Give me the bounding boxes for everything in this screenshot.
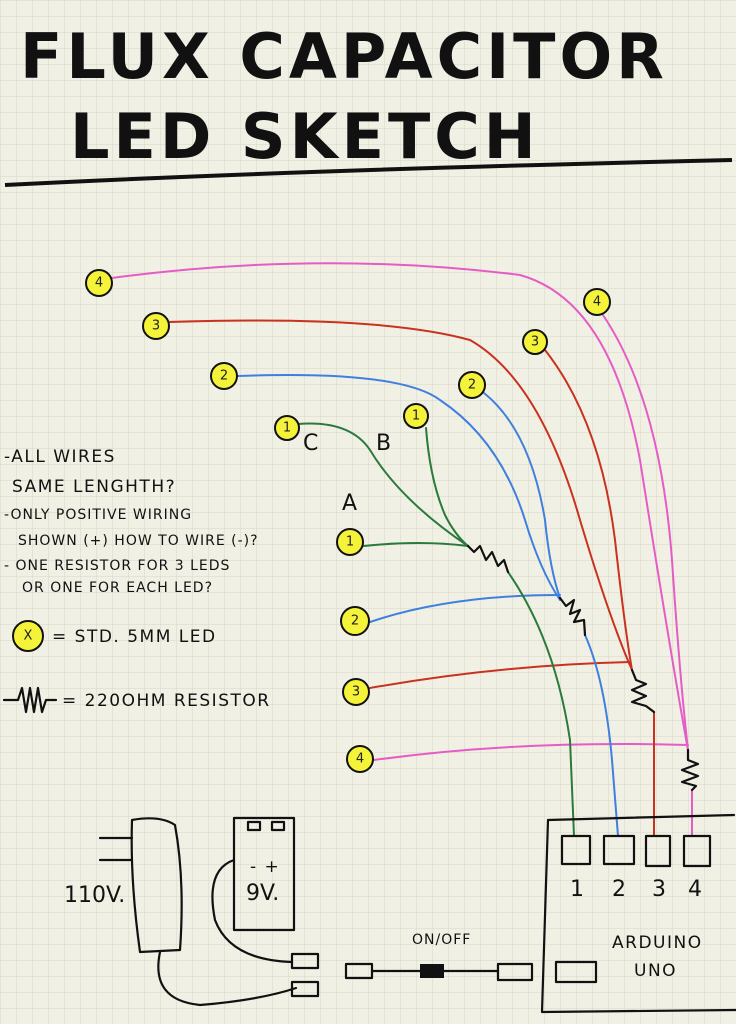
led-b3: 3: [531, 335, 539, 350]
note-line: -ALL WIRES: [4, 447, 116, 467]
power-supply: 110V. - + 9V. ON/OFF: [64, 816, 534, 1007]
group-label-b: B: [376, 431, 391, 456]
led-a1: 1: [346, 535, 354, 550]
resistor-legend-text: = 220OHM RESISTOR: [62, 691, 271, 711]
note-line: - ONE RESISTOR FOR 3 LEDS: [4, 558, 230, 574]
arduino-board: 1 2 3 4 ARDUINO UNO: [540, 813, 736, 1014]
on-off-switch-icon: [420, 964, 444, 978]
switch-label: ON/OFF: [412, 932, 471, 948]
notes: -ALL WIRES SAME LENGHTH? -ONLY POSITIVE …: [4, 447, 259, 596]
title-line-2: LED SKETCH: [70, 100, 540, 173]
arduino-pin-4: 4: [688, 877, 702, 902]
note-line: SHOWN (+) HOW TO WIRE (-)?: [18, 533, 259, 549]
wall-adapter-icon: [130, 817, 183, 954]
arduino-label: ARDUINO: [612, 933, 703, 953]
wire-4-pink: [111, 262, 693, 837]
led-a2: 2: [351, 614, 359, 629]
led-c4: 4: [95, 276, 103, 291]
group-label-a: A: [342, 491, 357, 516]
resistor-blue: [558, 596, 587, 637]
wire-3-red: [169, 319, 655, 837]
led-group-b: 4 3 2 1: [403, 288, 611, 429]
battery-icon: [232, 816, 296, 932]
battery-polarity: - +: [250, 857, 280, 877]
arduino-model-label: UNO: [634, 961, 677, 981]
arduino-pin-1: 1: [570, 877, 584, 902]
led-c2: 2: [220, 369, 228, 384]
led-c3: 3: [152, 319, 160, 334]
arduino-pin-3: 3: [652, 877, 666, 902]
note-line: SAME LENGHTH?: [12, 477, 176, 497]
led-group-a: 1 2 3 4: [336, 528, 374, 773]
resistor-legend-icon: [2, 686, 58, 714]
led-b1: 1: [412, 409, 420, 424]
led-group-c: 4 3 2 1: [85, 269, 300, 441]
group-label-c: C: [303, 431, 318, 456]
resistor-red: [630, 668, 656, 714]
led-legend-symbol: X: [24, 629, 33, 644]
led-a3: 3: [352, 685, 360, 700]
title-underline: [4, 158, 733, 187]
arduino-pin-2: 2: [612, 877, 626, 902]
resistor-pink: [680, 748, 700, 792]
led-c1: 1: [283, 421, 291, 436]
led-b4: 4: [593, 295, 601, 310]
battery-voltage-label: 9V.: [246, 881, 279, 906]
wire-1-green: [297, 422, 575, 837]
title-line-1: FLUX CAPACITOR: [20, 20, 668, 93]
wire-2-blue: [237, 374, 619, 837]
led-b2: 2: [468, 378, 476, 393]
legend: X = STD. 5MM LED = 220OHM RESISTOR: [2, 620, 271, 714]
led-legend-icon: [12, 620, 44, 652]
led-a4: 4: [356, 752, 364, 767]
note-line: -ONLY POSITIVE WIRING: [4, 507, 192, 523]
note-line: OR ONE FOR EACH LED?: [22, 580, 213, 596]
resistor-green: [466, 544, 510, 574]
led-legend-text: = STD. 5MM LED: [52, 627, 217, 647]
mains-voltage-label: 110V.: [64, 883, 125, 908]
